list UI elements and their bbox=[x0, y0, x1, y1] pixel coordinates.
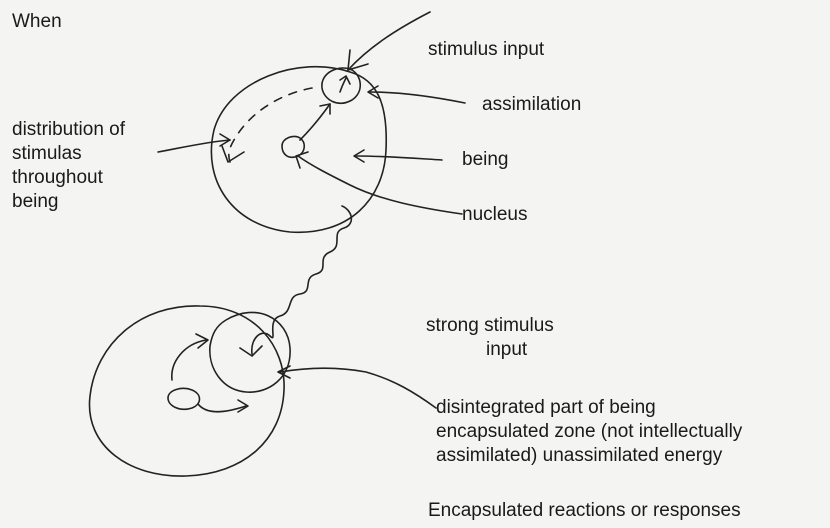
diagram-heading: When bbox=[12, 11, 62, 32]
being-pointer-line bbox=[355, 155, 443, 161]
distribution-pointer-line bbox=[157, 139, 231, 153]
strong-stimulus-label-line-1: strong stimulus bbox=[426, 315, 554, 336]
inner-assimilation-arrow bbox=[339, 77, 347, 93]
nucleus-inner-arrow bbox=[299, 103, 331, 141]
distribution-label: distribution of stimulas throughout bein… bbox=[12, 118, 125, 214]
nucleus-pointer-line bbox=[297, 155, 463, 215]
being-circle-outline bbox=[210, 65, 388, 234]
distribution-pointer-arrowhead bbox=[219, 133, 231, 147]
distribution-label-line-4: being bbox=[12, 191, 59, 212]
stimulus-input-arrow bbox=[347, 11, 431, 71]
inner-assimilation-arrowhead bbox=[339, 75, 351, 85]
distribution-arrowhead bbox=[221, 145, 245, 163]
strong-stimulus-label-line-2: input bbox=[486, 339, 528, 360]
being-pointer-arrowhead bbox=[353, 149, 365, 163]
assimilation-pointer-line bbox=[369, 91, 466, 104]
disintegrated-label-line-3: assimilated) unassimilated energy bbox=[436, 445, 723, 466]
disintegrated-label-line-1: disintegrated part of being bbox=[436, 397, 656, 418]
distribution-label-line-2: stimulas bbox=[12, 143, 82, 164]
stimulus-input-label: stimulus input bbox=[428, 39, 545, 60]
assimilation-label: assimilation bbox=[482, 94, 582, 115]
being-circle-outline-bottom bbox=[88, 305, 285, 477]
nucleus-pointer-arrowhead bbox=[295, 151, 309, 169]
bottom-nucleus-arrow bbox=[197, 403, 247, 413]
encapsulated-zone-outline bbox=[209, 311, 291, 393]
disintegrated-label: disintegrated part of being encapsulated… bbox=[436, 396, 742, 468]
distribution-dashed-arc bbox=[228, 87, 313, 163]
strong-stimulus-squiggle bbox=[251, 205, 353, 355]
distribution-label-line-3: throughout bbox=[12, 167, 103, 188]
nucleus-outline bbox=[281, 135, 306, 159]
being-label: being bbox=[462, 149, 509, 170]
strong-stimulus-arrowhead bbox=[239, 345, 263, 357]
assimilation-zone-outline bbox=[321, 67, 362, 104]
nucleus-inner-arrowhead bbox=[319, 103, 331, 115]
encapsulated-reactions-label: Encapsulated reactions or responses bbox=[428, 500, 741, 521]
distribution-label-line-1: distribution of bbox=[12, 119, 126, 140]
bottom-nucleus-outline bbox=[167, 387, 201, 411]
disintegrated-label-line-2: encapsulated zone (not intellectually bbox=[436, 421, 743, 442]
internal-circulation-arrowhead bbox=[195, 333, 209, 349]
disintegrated-pointer-line bbox=[279, 367, 437, 409]
nucleus-label: nucleus bbox=[462, 204, 528, 225]
bottom-nucleus-arrowhead bbox=[237, 399, 249, 413]
assimilation-pointer-arrowhead bbox=[367, 85, 379, 99]
stimulus-input-arrowhead bbox=[347, 49, 369, 71]
disintegrated-pointer-arrowhead bbox=[277, 365, 291, 379]
internal-circulation-arrow bbox=[171, 339, 207, 381]
